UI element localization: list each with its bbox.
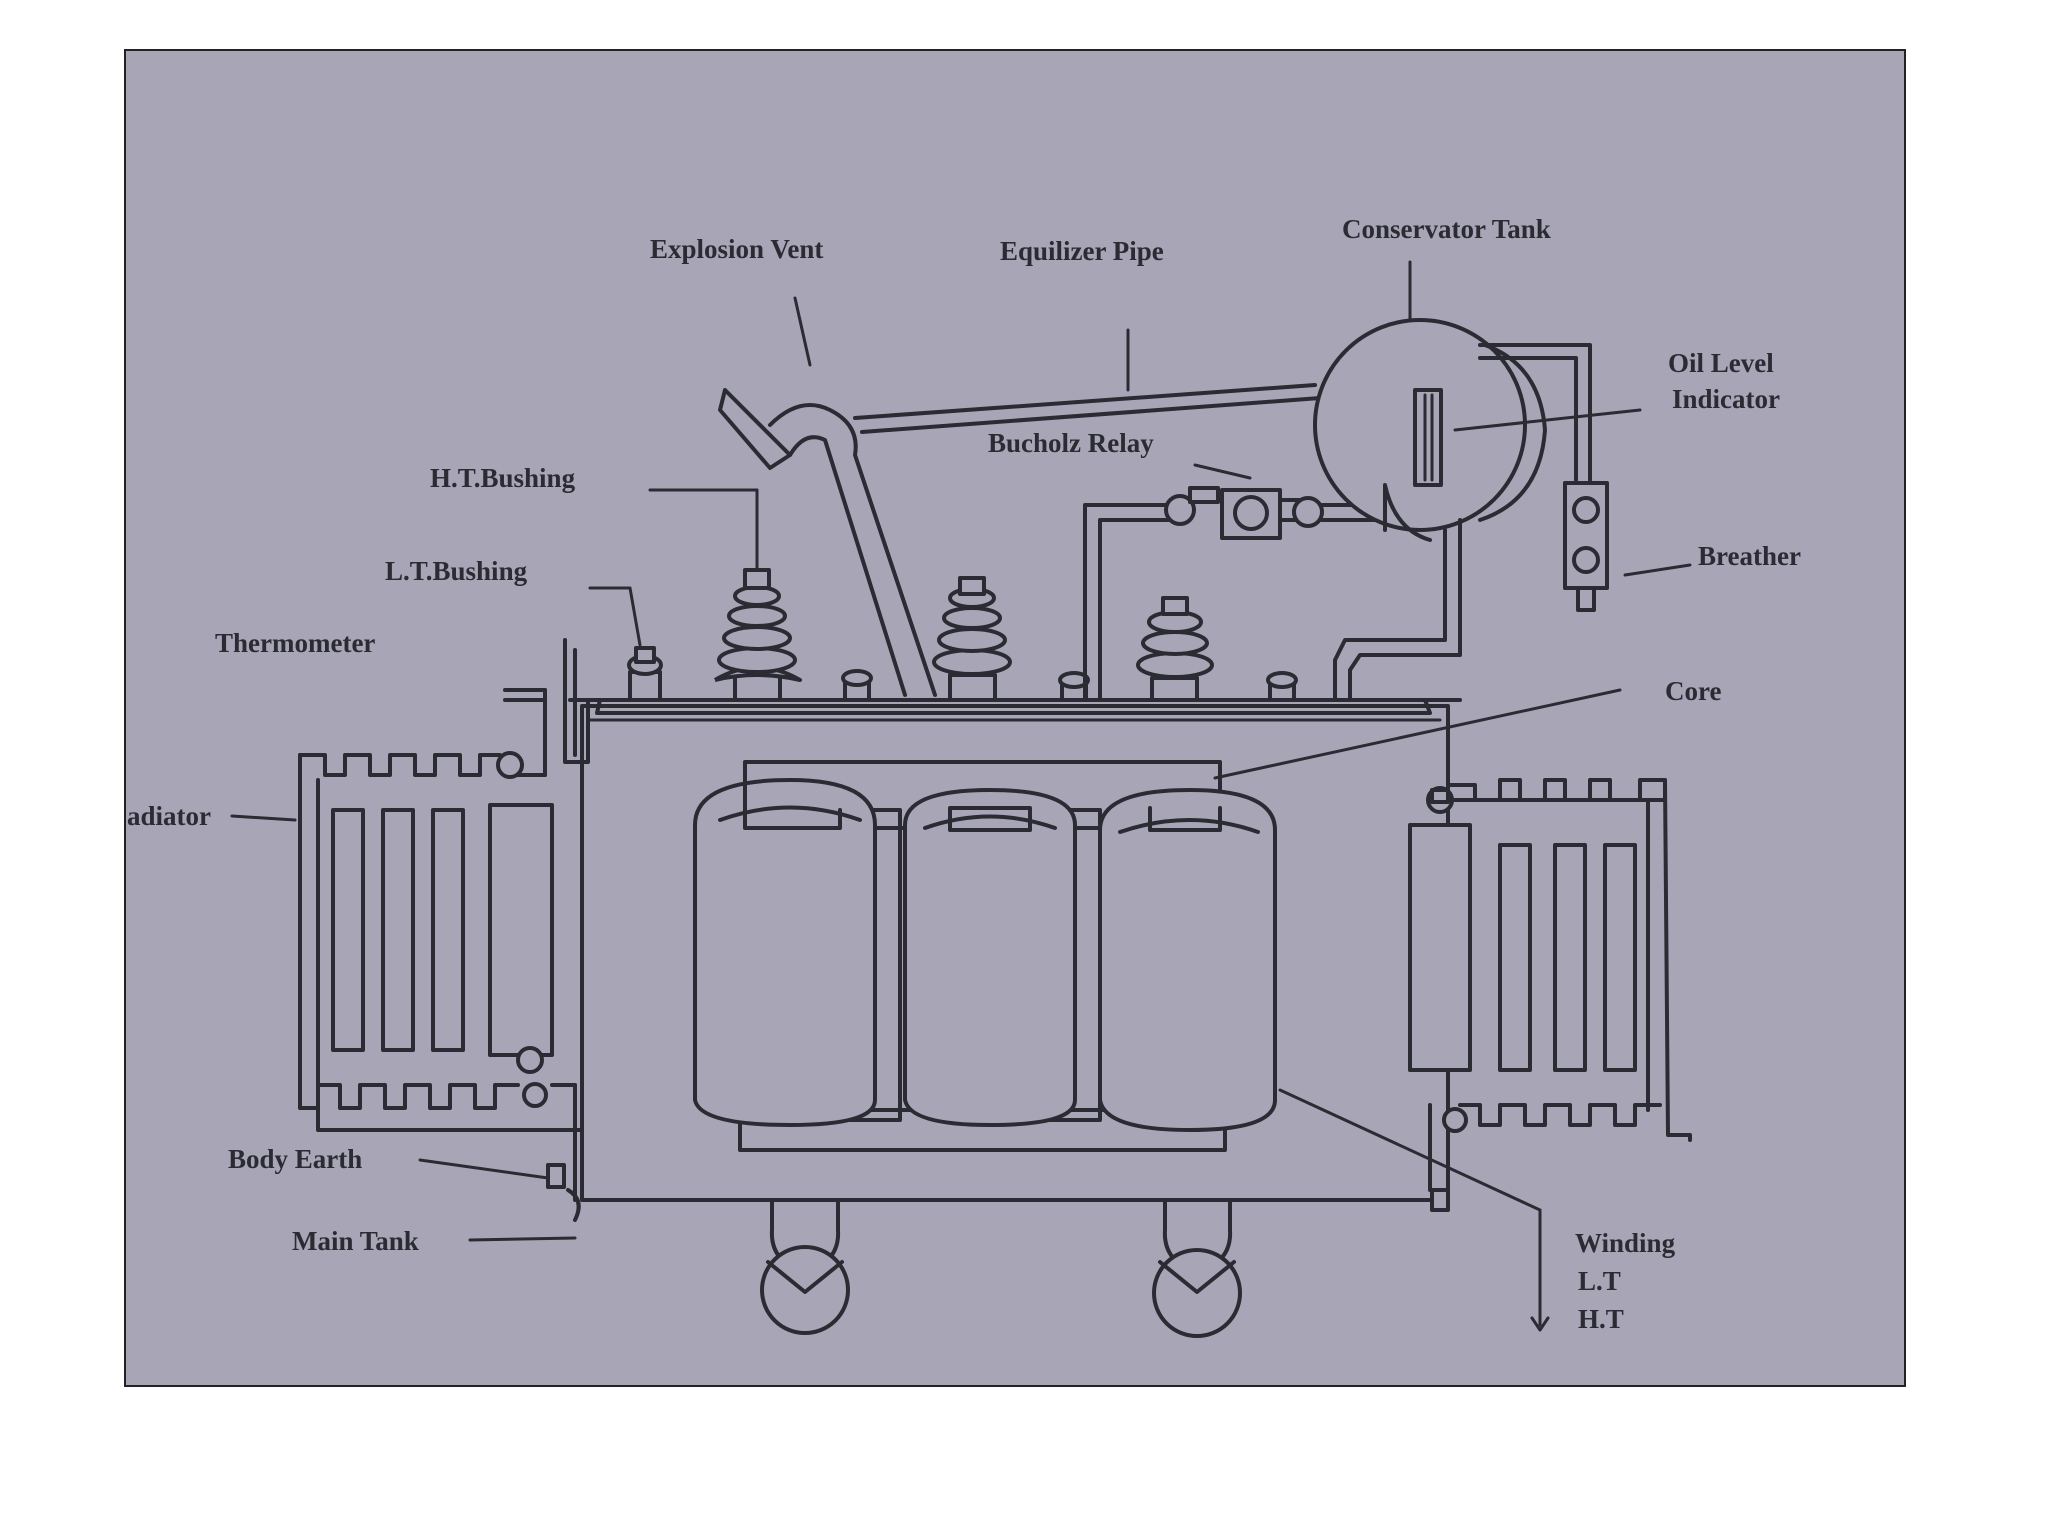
label-radiator: adiator: [127, 801, 211, 831]
radiator-left: [298, 698, 582, 1202]
label-equilizer-pipe: Equilizer Pipe: [1000, 236, 1164, 266]
label-winding-lt: L.T: [1578, 1266, 1621, 1296]
equalizer-pipe: [853, 383, 1322, 434]
ht-bushing-left: [713, 568, 802, 702]
label-breather: Breather: [1698, 541, 1801, 571]
leader-lines: [230, 260, 1692, 1332]
label-body-earth: Body Earth: [228, 1144, 362, 1174]
conservator-tank: [1313, 318, 1592, 702]
label-core: Core: [1665, 676, 1721, 706]
wheel-left: [760, 1198, 850, 1335]
label-lt-bushing: L.T.Bushing: [385, 556, 528, 586]
breather: [1563, 481, 1609, 612]
lt-bushing-left: [627, 646, 663, 702]
diagram-background: [124, 49, 1906, 1387]
label-indicator: Indicator: [1672, 384, 1780, 414]
winding-left: [693, 778, 877, 1127]
wheel-right: [1152, 1198, 1242, 1338]
label-winding-ht: H.T: [1578, 1304, 1624, 1334]
label-conservator-tank: Conservator Tank: [1342, 214, 1551, 244]
label-main-tank: Main Tank: [292, 1226, 419, 1256]
winding-right: [1098, 788, 1277, 1132]
label-oil-level: Oil Level: [1668, 348, 1774, 378]
label-winding: Winding: [1575, 1228, 1676, 1258]
bucholz-relay: [1083, 483, 1387, 702]
winding-middle: [903, 788, 1077, 1127]
lt-bushings-small: [841, 669, 1298, 702]
ht-bushing-right: [1136, 596, 1214, 702]
labels: Explosion Vent Equilizer Pipe Conservato…: [127, 214, 1801, 1334]
body-earth-terminal: [546, 1163, 581, 1222]
label-bucholz-relay: Bucholz Relay: [988, 428, 1154, 458]
label-explosion-vent: Explosion Vent: [650, 234, 823, 264]
label-thermometer: Thermometer: [215, 628, 375, 658]
explosion-vent: [718, 388, 937, 697]
radiator-right: [1408, 723, 1692, 1212]
ht-bushing-middle: [932, 576, 1012, 702]
label-ht-bushing: H.T.Bushing: [430, 463, 576, 493]
